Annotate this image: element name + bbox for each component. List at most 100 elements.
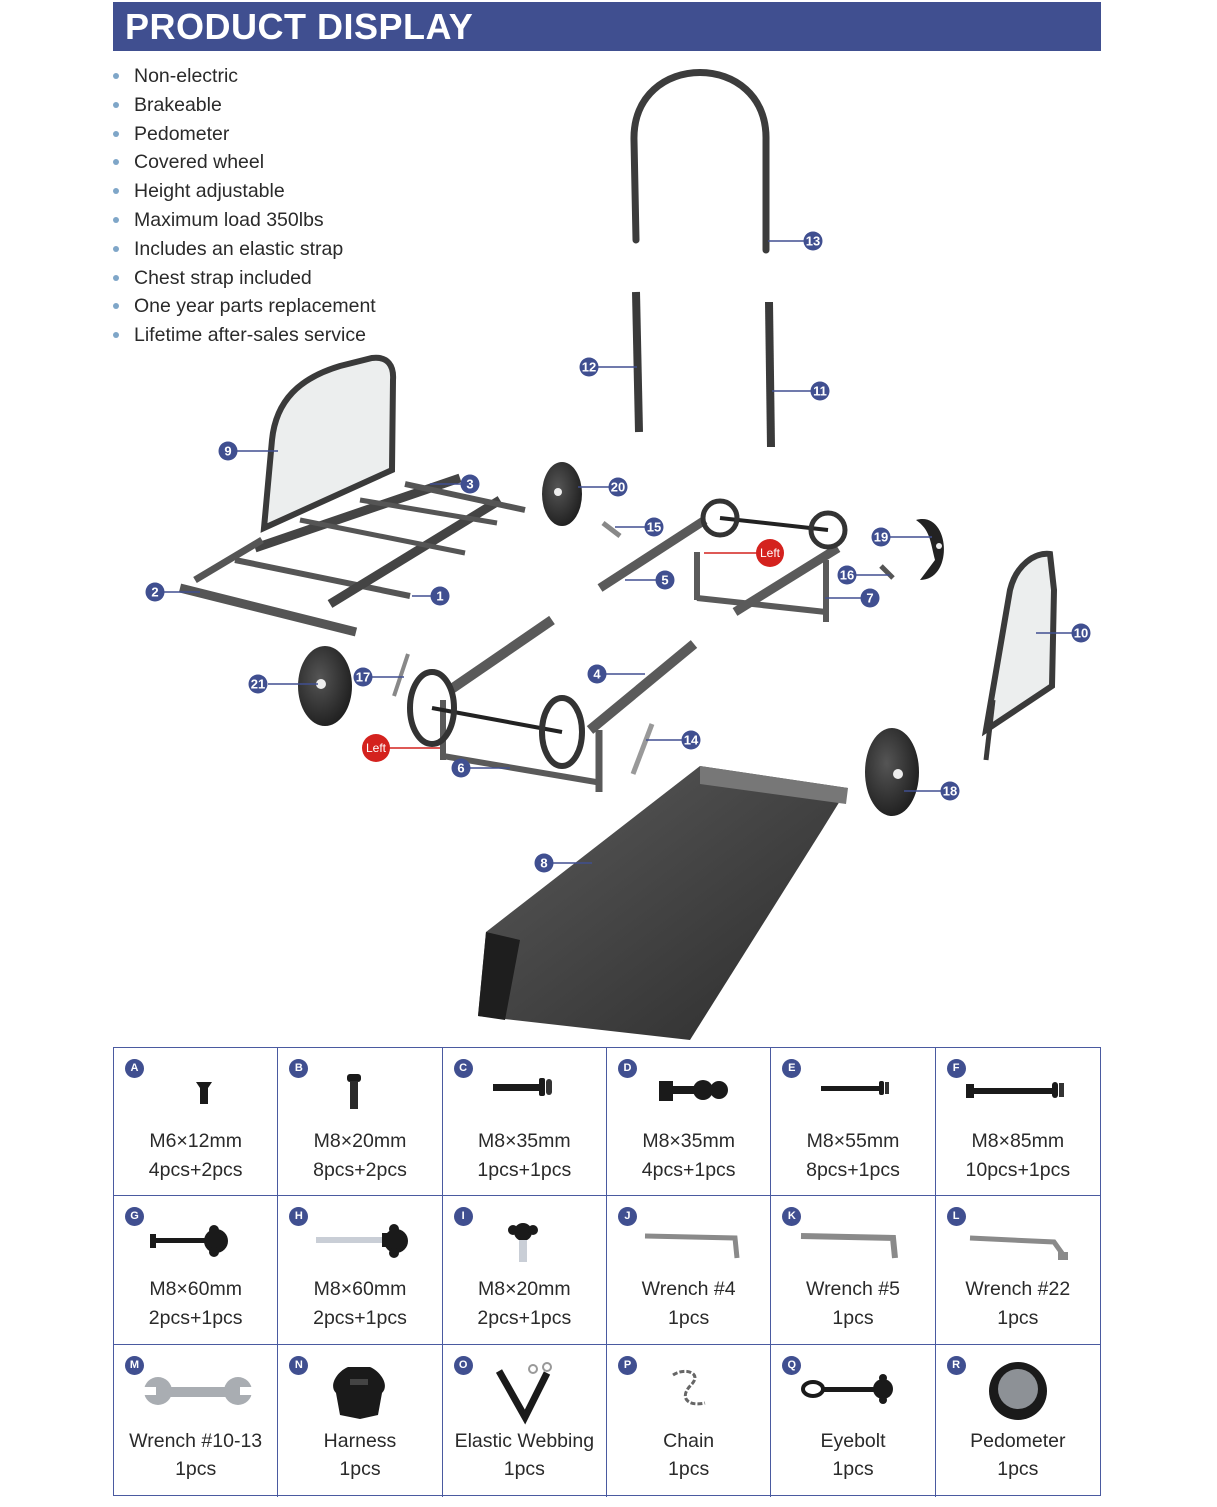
callout-7: 7 — [860, 588, 880, 608]
running-belt — [478, 766, 848, 1040]
part-badge: G — [125, 1207, 144, 1226]
base-frame — [178, 473, 526, 637]
part-cell: I M8×20mm 2pcs+1pcs — [442, 1196, 607, 1345]
left-label: Left — [760, 546, 781, 560]
front-roller-assembly — [407, 615, 698, 792]
feature-item: Includes an elastic strap — [113, 235, 376, 264]
feature-item: Chest strap included — [113, 264, 376, 293]
left-marker: Left — [756, 539, 784, 567]
callout-number: 18 — [943, 784, 957, 799]
callout-6: 6 — [451, 758, 471, 778]
exploded-diagram: 123456789101112131415161718192021LeftLef… — [145, 69, 1091, 1040]
parts-grid: A M6×12mm 4pcs+2pcs B M8×20mm 8pcs+2pcs … — [113, 1047, 1101, 1497]
knob-bolt-icon — [316, 1224, 409, 1258]
bolt-icon — [492, 1078, 552, 1096]
callout-11: 11 — [810, 381, 830, 401]
part-name: M6×12mm — [149, 1130, 242, 1152]
left-post — [632, 291, 643, 433]
part-qty: 2pcs+1pcs — [477, 1307, 572, 1329]
feature-item: Brakeable — [113, 91, 376, 120]
part-qty: 8pcs+2pcs — [313, 1159, 407, 1181]
part-cell: L Wrench #22 1pcs — [935, 1196, 1100, 1345]
part-name: Wrench #22 — [965, 1278, 1071, 1300]
callout-number: 6 — [457, 761, 464, 776]
part-badge: J — [617, 1207, 637, 1226]
part-qty: 10pcs+1pcs — [965, 1159, 1071, 1181]
part-badge: K — [782, 1207, 802, 1226]
callout-20: 20 — [608, 477, 628, 497]
callout-1: 1 — [430, 586, 450, 606]
pin-15 — [601, 521, 622, 538]
part-badge: R — [946, 1356, 966, 1375]
part-name: M8×35mm — [477, 1130, 571, 1152]
part-name: Wrench #10-13 — [129, 1430, 263, 1452]
part-badge: D — [617, 1059, 637, 1078]
part-qty: 1pcs+1pcs — [477, 1159, 572, 1181]
part-qty: 1pcs — [175, 1458, 217, 1480]
part-badge: B — [289, 1059, 309, 1078]
part-qty: 2pcs+1pcs — [313, 1307, 407, 1329]
leader-lines — [164, 240, 1082, 864]
screw-icon — [196, 1082, 212, 1104]
callout-number: 13 — [806, 234, 820, 249]
part-name: M8×55mm — [806, 1130, 900, 1152]
screw-icon — [347, 1074, 362, 1109]
callout-17: 17 — [353, 667, 373, 687]
part-qty: 2pcs+1pcs — [148, 1307, 243, 1329]
part-badge: I — [453, 1207, 473, 1226]
socket-wrench-icon — [969, 1235, 1068, 1260]
pedometer-icon — [988, 1362, 1047, 1420]
callout-3: 3 — [460, 474, 480, 494]
part-cell: F M8×85mm 10pcs+1pcs — [935, 1048, 1100, 1196]
callout-number: 15 — [647, 520, 661, 535]
wheel-cover-19 — [916, 519, 944, 580]
part-badge: P — [617, 1356, 637, 1375]
callout-19: 19 — [871, 527, 891, 547]
bolt-icon — [965, 1082, 1064, 1098]
callout-5: 5 — [655, 570, 675, 590]
part-name: Harness — [323, 1430, 397, 1452]
feature-item: Pedometer — [113, 120, 376, 149]
part-name: M8×20mm — [477, 1278, 571, 1300]
feature-item: Covered wheel — [113, 148, 376, 177]
callout-number: 16 — [840, 568, 854, 583]
wheel-cover-20 — [542, 462, 582, 526]
page-title: PRODUCT DISPLAY — [113, 2, 1101, 51]
rear-roller-assembly — [597, 498, 848, 622]
part-cell: R Pedometer 1pcs — [936, 1345, 1100, 1497]
part-badge: L — [946, 1207, 966, 1226]
part-badge: E — [782, 1059, 802, 1078]
callout-number: 19 — [874, 530, 888, 545]
callout-number: 10 — [1074, 626, 1088, 641]
bolt-icon — [821, 1081, 890, 1095]
callout-number: 20 — [611, 480, 625, 495]
part-cell: M Wrench #10-13 1pcs — [114, 1345, 279, 1497]
callout-2: 2 — [145, 582, 165, 602]
part-qty: 1pcs — [668, 1458, 710, 1480]
wheel-cover-18 — [865, 728, 919, 816]
part-cell: G M8×60mm 2pcs+1pcs — [114, 1196, 279, 1345]
callout-number: 14 — [684, 733, 699, 748]
part-cell: Q Eyebolt 1pcs — [771, 1345, 936, 1497]
arch-handle — [630, 69, 770, 254]
part-badge: Q — [782, 1356, 802, 1375]
callout-number: 12 — [582, 360, 596, 375]
harness-icon — [333, 1367, 386, 1419]
callout-4: 4 — [587, 664, 607, 684]
feature-item: Height adjustable — [113, 177, 376, 206]
part-name: M8×35mm — [642, 1130, 735, 1152]
callout-number: 11 — [813, 384, 827, 399]
part-name: Chain — [663, 1430, 715, 1452]
feature-item: Maximum load 350lbs — [113, 206, 376, 235]
callout-number: 9 — [224, 444, 231, 459]
chain-icon — [672, 1369, 706, 1406]
rear-panel — [981, 550, 1058, 761]
part-qty: 1pcs — [997, 1458, 1039, 1480]
callout-18: 18 — [940, 781, 960, 801]
part-cell: H M8×60mm 2pcs+1pcs — [278, 1196, 443, 1345]
part-badge: M — [125, 1356, 144, 1375]
callout-10: 10 — [1071, 623, 1091, 643]
hex-wrench-icon — [644, 1233, 740, 1259]
left-marker: Left — [362, 734, 390, 762]
callout-number: 3 — [466, 477, 473, 492]
